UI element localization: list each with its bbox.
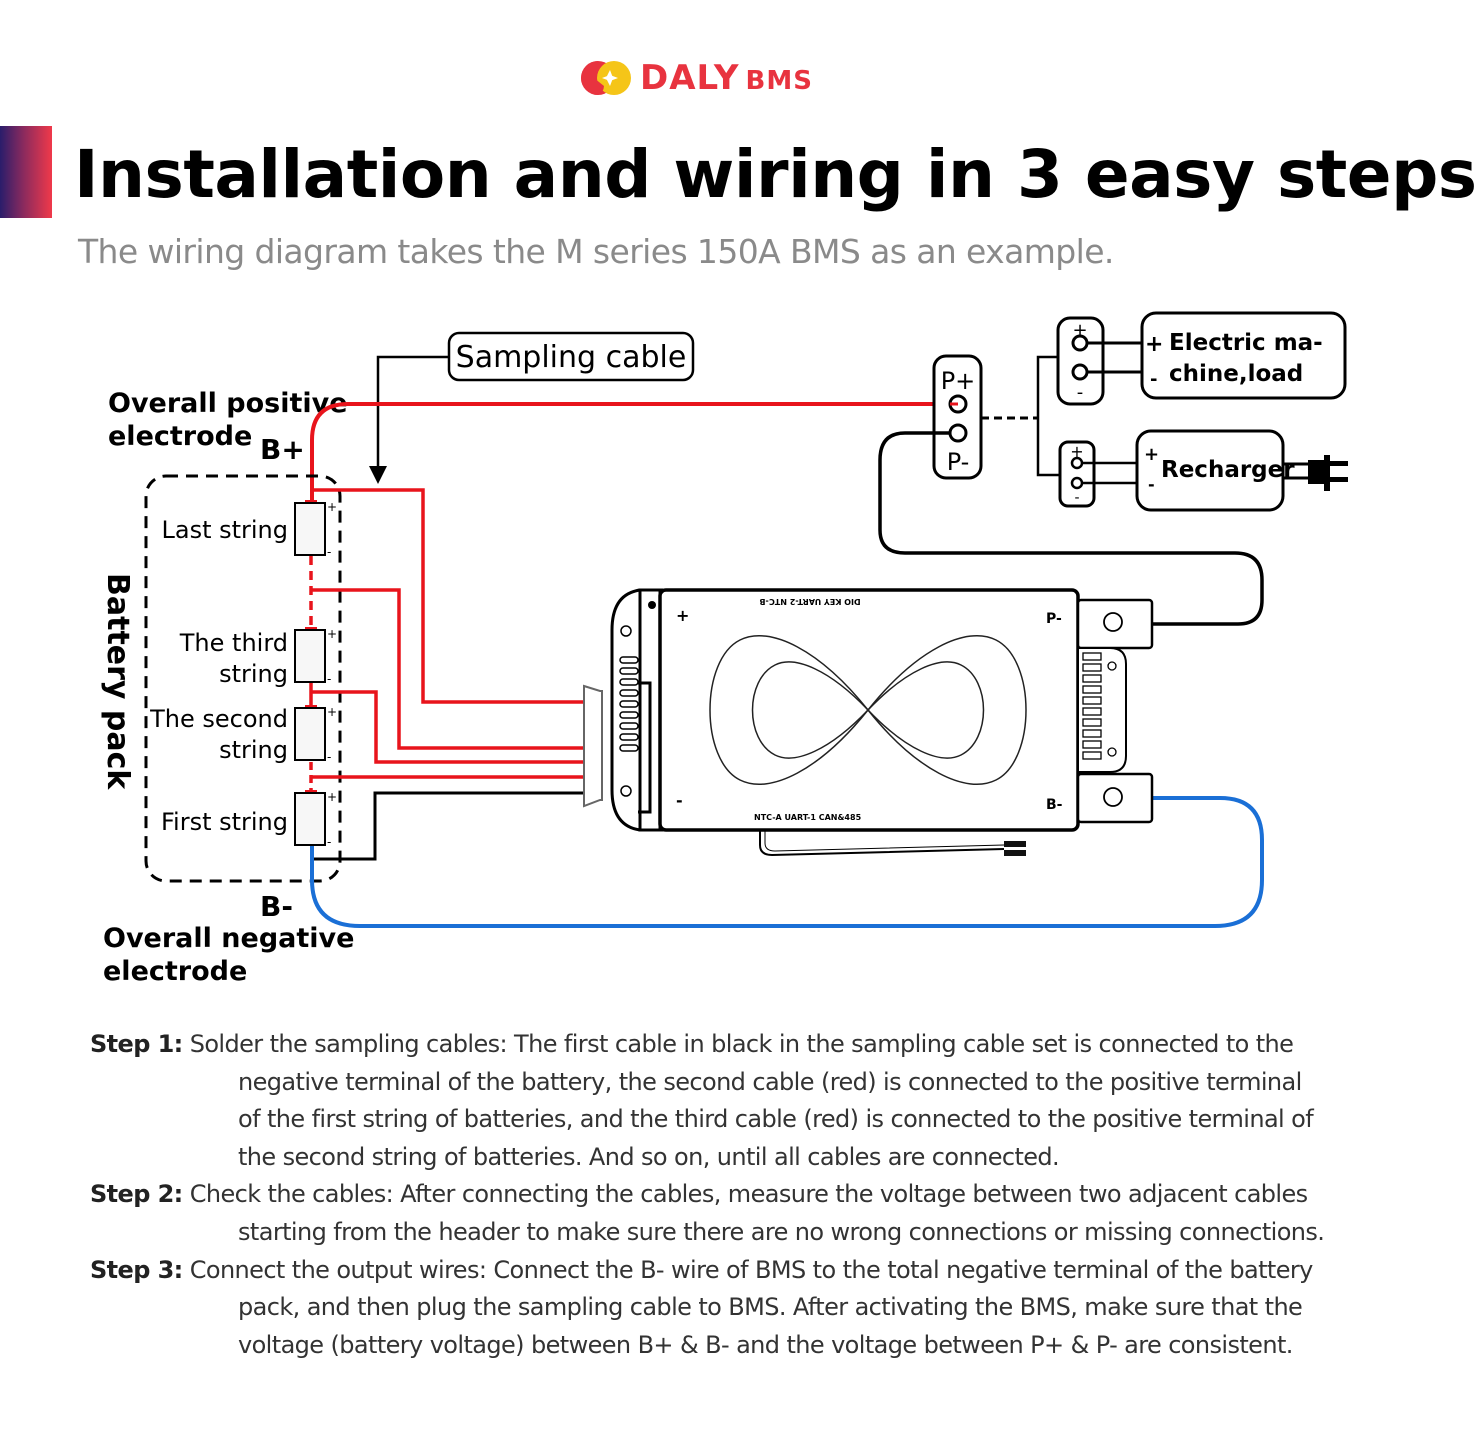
bms-p-minus-lug bbox=[1076, 598, 1154, 650]
battery-cell-first: + - First string bbox=[161, 790, 337, 849]
page-title: Installation and wiring in 3 easy steps bbox=[74, 136, 1477, 213]
wiring-diagram: Sampling cable Overall positive electrod… bbox=[100, 311, 1348, 987]
p-minus-label: P- bbox=[947, 448, 970, 476]
battery-string-label: The second bbox=[149, 705, 288, 733]
page-subtitle: The wiring diagram takes the M series 15… bbox=[78, 232, 1114, 271]
bms-b-minus-lug bbox=[1076, 772, 1154, 824]
b-minus-wire bbox=[310, 796, 1264, 928]
bms-sampling-port bbox=[619, 656, 639, 752]
svg-text:-: - bbox=[676, 791, 683, 810]
p-minus-wire bbox=[878, 431, 1264, 626]
svg-text:-: - bbox=[1150, 369, 1157, 390]
battery-cell-last: + - Last string bbox=[161, 500, 337, 559]
p-plus-label: P+ bbox=[941, 367, 976, 395]
battery-string-label: Last string bbox=[161, 516, 288, 544]
battery-string-label: string bbox=[219, 660, 288, 688]
step-2: Step 2: Check the cables: After connecti… bbox=[90, 1176, 1400, 1251]
bms-bottom-ports: NTC-A UART-1 CAN&485 bbox=[754, 813, 862, 822]
battery-string-label: The third bbox=[179, 629, 288, 657]
svg-text:+: + bbox=[1144, 444, 1159, 465]
step-label: Step 3: bbox=[90, 1255, 183, 1284]
svg-text:+: + bbox=[1145, 332, 1163, 357]
svg-text:-: - bbox=[1148, 475, 1155, 494]
battery-cell-second: + - The second string bbox=[149, 705, 337, 764]
step-text: Check the cables: After connecting the c… bbox=[182, 1180, 1308, 1209]
step-text: starting from the header to make sure th… bbox=[238, 1217, 1325, 1246]
sampling-connector-plug bbox=[583, 684, 603, 808]
svg-text:B-: B- bbox=[1046, 797, 1063, 813]
battery-pack-outline bbox=[144, 474, 342, 883]
overall-negative-label-2: electrode bbox=[103, 956, 247, 987]
b-plus-wire bbox=[310, 402, 958, 500]
sampling-cable-label: Sampling cable bbox=[456, 340, 687, 375]
svg-text:+: + bbox=[327, 705, 337, 719]
sampling-cable-callout: Sampling cable bbox=[369, 331, 695, 484]
svg-text:-: - bbox=[1077, 382, 1084, 403]
power-plug-icon bbox=[1283, 455, 1348, 491]
svg-text:-: - bbox=[327, 672, 331, 686]
overall-positive-label-1: Overall positive bbox=[108, 388, 348, 419]
b-plus-label: B+ bbox=[260, 433, 305, 466]
battery-cell-third: + - The third string bbox=[179, 627, 337, 688]
overall-negative-label-1: Overall negative bbox=[103, 923, 354, 954]
daly-logo-icon bbox=[581, 61, 631, 95]
load-terminal: + - bbox=[1056, 316, 1105, 406]
step-3: Step 3: Connect the output wires: Connec… bbox=[90, 1252, 1400, 1365]
step-text: the second string of batteries. And so o… bbox=[238, 1142, 1060, 1171]
bms-top-ports: DIO KEY UART-2 NTC-B bbox=[759, 597, 860, 606]
svg-text:-: - bbox=[327, 835, 331, 849]
svg-text:+: + bbox=[676, 606, 689, 625]
step-text: pack, and then plug the sampling cable t… bbox=[238, 1293, 1303, 1322]
bms-board: DIO KEY UART-2 NTC-B + - P- B- NTC-A UAR… bbox=[610, 588, 1080, 832]
battery-string-label: First string bbox=[161, 808, 288, 836]
charger-label: Recharger bbox=[1161, 457, 1295, 483]
svg-text:+: + bbox=[327, 500, 337, 514]
battery-string-label: string bbox=[219, 736, 288, 764]
step-text: Solder the sampling cables: The first ca… bbox=[182, 1030, 1294, 1058]
overall-positive-label-2: electrode bbox=[108, 421, 252, 452]
step-text: voltage (battery voltage) between B+ & B… bbox=[238, 1330, 1293, 1359]
b-minus-label: B- bbox=[260, 890, 293, 923]
installation-steps: Step 1: Solder the sampling cables: The … bbox=[90, 1026, 1400, 1364]
step-label: Step 2: bbox=[90, 1180, 183, 1209]
sampling-wires bbox=[312, 488, 584, 779]
step-text: of the first string of batteries, and th… bbox=[238, 1105, 1314, 1134]
svg-text:-: - bbox=[1074, 490, 1079, 506]
title-accent-bar bbox=[0, 126, 52, 218]
load-label-2: chine,load bbox=[1169, 361, 1303, 387]
ntc-sensor-wire bbox=[759, 830, 1026, 857]
svg-text:-: - bbox=[327, 750, 331, 764]
svg-text:+: + bbox=[327, 790, 337, 804]
sampling-wire-black bbox=[312, 791, 584, 861]
charger-terminal: + - bbox=[1058, 440, 1096, 508]
arrow-down-icon bbox=[369, 466, 387, 484]
load-label-1: Electric ma- bbox=[1169, 330, 1323, 356]
step-text: negative terminal of the battery, the se… bbox=[238, 1067, 1302, 1096]
svg-text:P-: P- bbox=[1046, 611, 1062, 627]
svg-text:-: - bbox=[327, 545, 331, 559]
bms-power-connector bbox=[1077, 647, 1127, 773]
p-terminal-block: P+ P- bbox=[932, 354, 983, 480]
svg-text:+: + bbox=[327, 627, 337, 641]
load-box: + - Electric ma- chine,load bbox=[1140, 311, 1347, 400]
step-text: Connect the output wires: Connect the B-… bbox=[182, 1255, 1314, 1284]
step-1: Step 1: Solder the sampling cables: The … bbox=[90, 1026, 1400, 1176]
svg-text:+: + bbox=[1070, 442, 1083, 461]
battery-pack-label: Battery pack bbox=[100, 573, 135, 790]
charger-box: + - Recharger bbox=[1135, 429, 1295, 512]
step-label: Step 1: bbox=[90, 1030, 183, 1058]
